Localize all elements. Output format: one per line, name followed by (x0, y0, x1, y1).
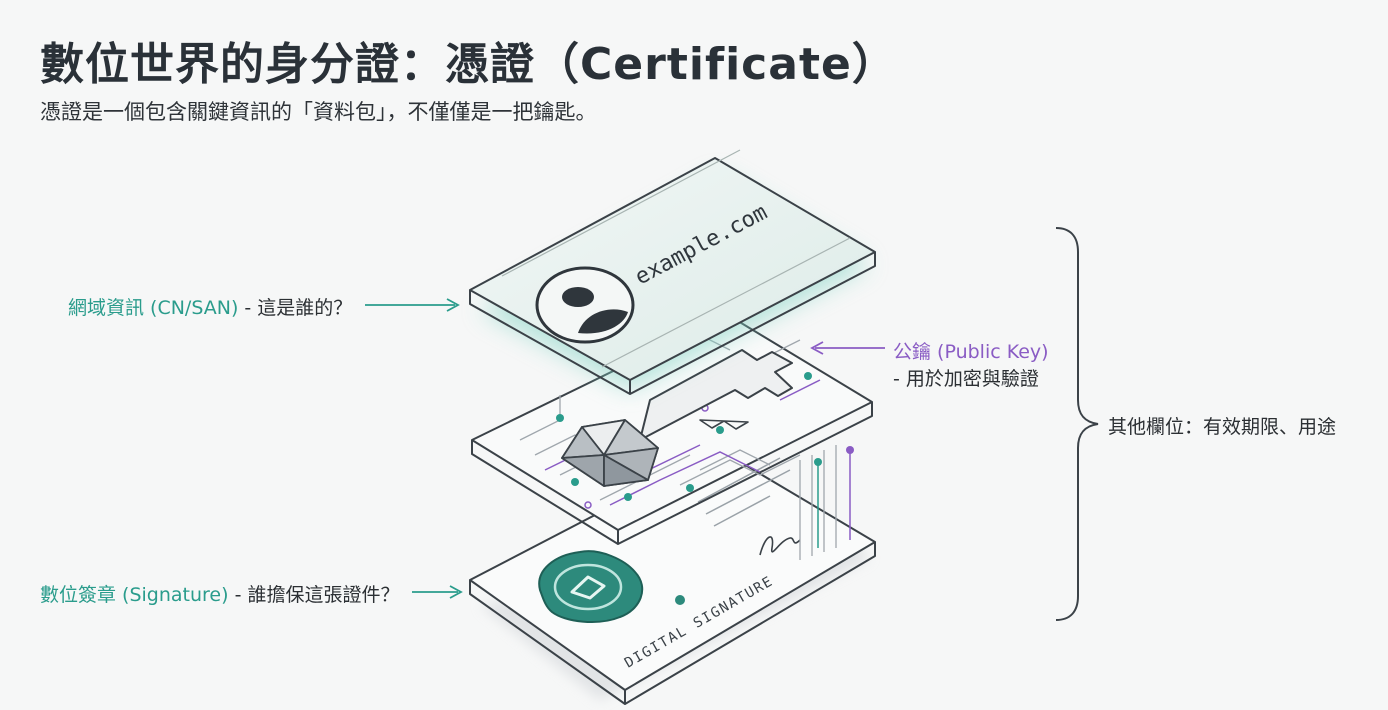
page-title: 數位世界的身分證：憑證（Certificate） (40, 39, 897, 90)
page-subtitle: 憑證是一個包含關鍵資訊的「資料包」，不僅僅是一把鑰匙。 (40, 100, 597, 124)
signature-callout: 數位簽章 (Signature) - 誰擔保這張證件？ (40, 580, 399, 607)
key-icon (639, 349, 793, 441)
domain-callout: 網域資訊 (CN/SAN) - 這是誰的？ (68, 293, 352, 320)
domain-card: example.com (469, 149, 876, 395)
domain-callout-desc: - 這是誰的？ (238, 297, 353, 319)
public-key-term: 公鑰 (Public Key) (893, 341, 1049, 363)
domain-callout-term: 網域資訊 (CN/SAN) (68, 297, 239, 319)
signature-callout-term: 數位簽章 (Signature) (40, 584, 229, 606)
public-key-card (471, 314, 873, 545)
public-key-arrow (810, 341, 885, 355)
public-key-callout-term: 公鑰 (Public Key) (893, 337, 1049, 364)
signature-callout-desc: - 誰擔保這張證件？ (228, 584, 400, 606)
public-key-callout-desc: - 用於加密與驗證 (893, 368, 1039, 390)
polyhedron-icon (561, 419, 659, 487)
domain-arrow (365, 298, 460, 312)
wax-seal-icon (538, 550, 644, 623)
curly-brace-icon (1055, 227, 1099, 621)
layer-connector-lines (799, 445, 837, 560)
user-avatar-icon (535, 266, 635, 344)
signature-arrow (412, 585, 463, 599)
signature-scribble-icon (759, 536, 801, 556)
other-fields-callout: 其他欄位：有效期限、用途 (1108, 416, 1337, 438)
